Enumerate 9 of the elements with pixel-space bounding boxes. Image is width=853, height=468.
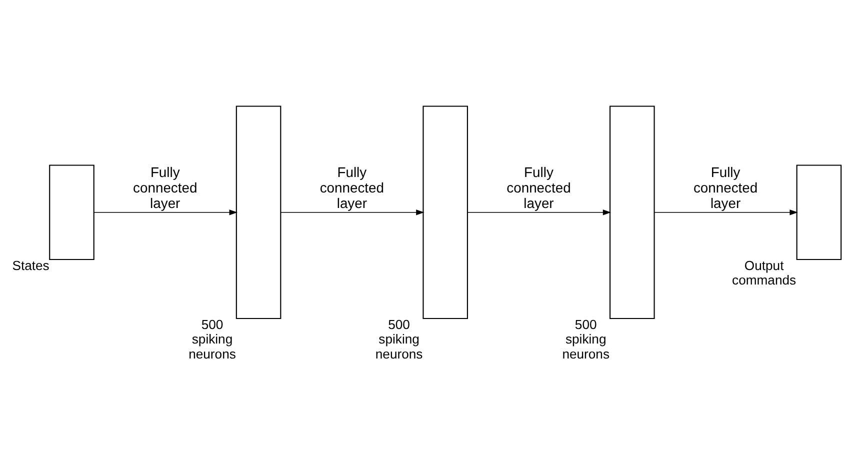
node-label: States <box>12 257 50 272</box>
edge-label: Fully connected layer <box>320 163 384 210</box>
edge-label: Fully connected layer <box>506 163 571 210</box>
node-label: 500 spiking neurons <box>188 316 236 361</box>
edge-label: Fully connected layer <box>693 163 758 210</box>
edge-label: Fully connected layer <box>133 163 198 210</box>
node-label: 500 spiking neurons <box>375 316 423 361</box>
node-label: 500 spiking neurons <box>562 316 610 361</box>
node-label: Output commands <box>732 257 796 288</box>
